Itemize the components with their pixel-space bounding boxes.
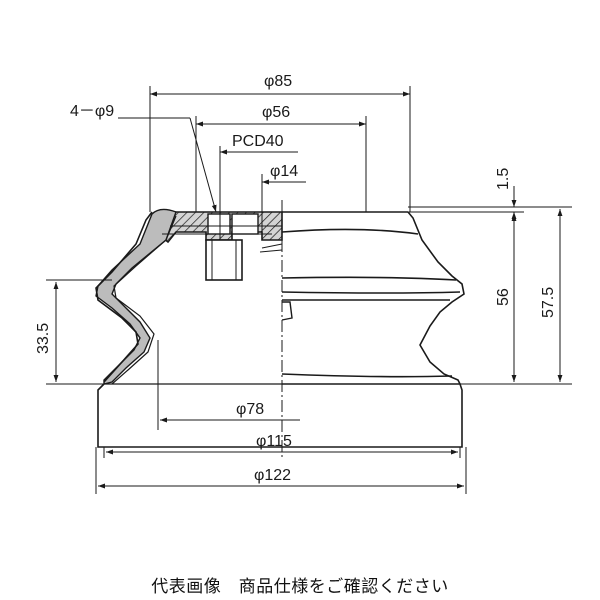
- dim-height-57-5: 57.5: [540, 287, 557, 318]
- bellows-wall-section: [95, 208, 177, 385]
- dim-height-33-5: 33.5: [35, 323, 52, 354]
- dim-height-56: 56: [495, 288, 512, 306]
- part-right-outline: [281, 211, 465, 448]
- dim-holes-4x9: 4－φ9: [70, 103, 114, 120]
- dimension-lines: [46, 86, 572, 494]
- dim-diameter-85: φ85: [264, 73, 292, 90]
- dim-diameter-78: φ78: [236, 401, 264, 418]
- dim-diameter-56: φ56: [262, 104, 290, 121]
- dim-diameter-14: φ14: [270, 163, 298, 180]
- dim-diameter-122: φ122: [254, 467, 291, 484]
- representative-image-caption: 代表画像 商品仕様をご確認ください: [151, 577, 449, 597]
- dim-diameter-115: φ115: [256, 433, 292, 450]
- flange-section: [157, 211, 283, 281]
- dim-thickness-1-5: 1.5: [495, 168, 512, 190]
- dim-pcd-40: PCD40: [232, 133, 284, 150]
